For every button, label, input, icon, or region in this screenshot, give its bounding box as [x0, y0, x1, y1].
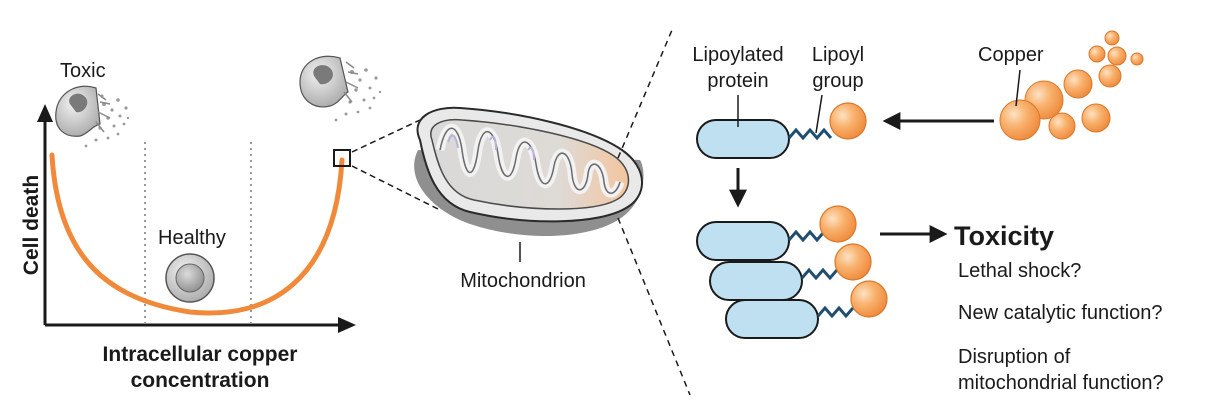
mechanism-panel: [696, 30, 1144, 339]
mitochondrion-label: Mitochondrion: [460, 270, 586, 292]
zoom-line-top: [351, 119, 421, 153]
lipoyl-group-label-line1: Lipoyl: [811, 44, 865, 66]
zoom-line-bottom: [351, 165, 441, 211]
x-axis-label-line1: Intracellular copper: [102, 343, 298, 366]
healthy-label: Healthy: [158, 227, 226, 249]
aggregated-protein-1: [696, 221, 790, 261]
lipoyl-group-ball: [829, 102, 867, 140]
detail-wedge-bottom: [617, 217, 691, 396]
outcome-new-catalytic-function: New catalytic function?: [958, 302, 1163, 324]
outcome-disruption-line1: Disruption of: [958, 346, 1071, 368]
outcome-disruption-line2: mitochondrial function?: [958, 372, 1164, 394]
detail-wedge-top: [617, 29, 673, 159]
lipoylated-protein-top: [696, 119, 790, 159]
outcome-lethal-shock: Lethal shock?: [958, 260, 1082, 282]
x-axis-arrowhead: [338, 317, 356, 333]
aggregated-lipoylated-proteins: [696, 205, 888, 339]
toxic-label: Toxic: [60, 60, 106, 82]
y-axis-arrowhead: [37, 104, 53, 122]
aggregated-protein-2: [709, 261, 803, 301]
toxic-cell-icon-left: [55, 85, 130, 148]
lipoyl-group-label-line2: group: [812, 70, 864, 92]
copper-label: Copper: [978, 44, 1044, 66]
toxic-cell-icon-right: [299, 55, 382, 122]
zoom-box: [333, 149, 351, 167]
lipoyl-linker-top: [787, 127, 833, 141]
toxicity-title: Toxicity: [954, 221, 1055, 251]
lipoyl-group-leader: [815, 94, 823, 134]
healthy-cell-icon: [165, 253, 215, 303]
copper-cluster-icon: [999, 30, 1144, 141]
copper-graph: [37, 55, 441, 333]
x-axis-label-line2: concentration: [130, 369, 270, 392]
copper-leader: [1015, 69, 1021, 107]
y-axis-label: Cell death: [20, 174, 43, 276]
mitochondrion-illustration: [414, 106, 644, 262]
lipoylated-protein-label-line1: Lipoylated: [692, 44, 784, 66]
lipoylated-protein-label-line2: protein: [707, 70, 769, 92]
aggregated-protein-3: [725, 299, 819, 339]
cell-death-curve: [49, 152, 345, 316]
